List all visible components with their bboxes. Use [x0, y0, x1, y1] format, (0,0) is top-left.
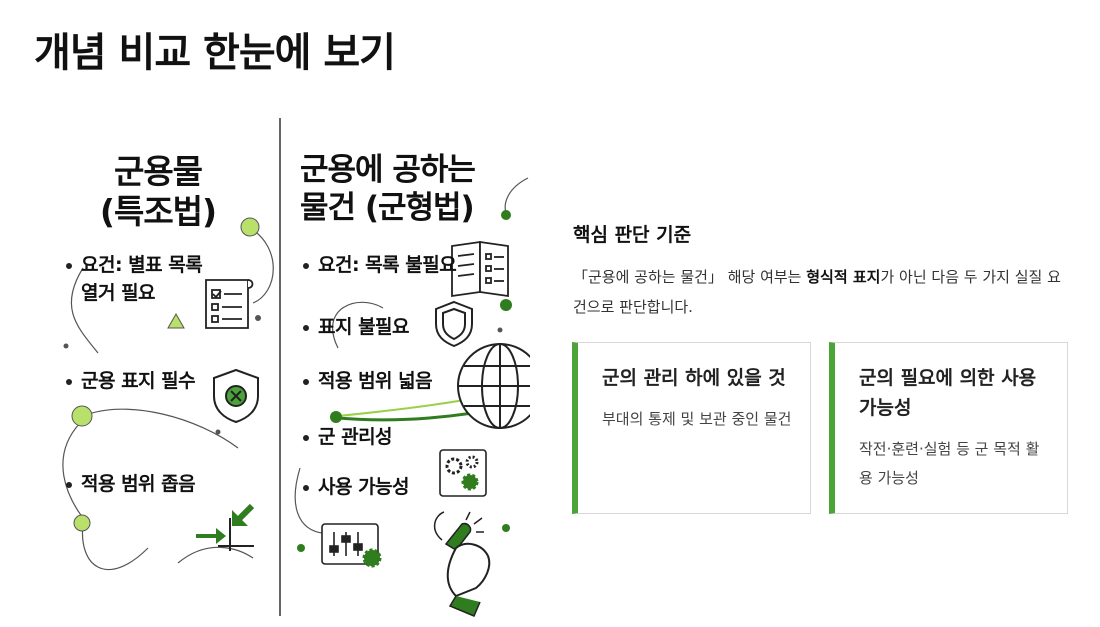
criteria-desc-part2: 가 아닌 다음 두 가지 실질 요건으로 판단합니다.	[573, 268, 1061, 316]
criteria-card-management: 군의 관리 하에 있을 것 부대의 통제 및 보관 중인 물건	[572, 342, 811, 514]
gears-icon	[439, 449, 487, 497]
deco-dot	[501, 210, 511, 220]
deco-dot	[71, 405, 93, 427]
criteria-desc-part1: 「군용에 공하는 물건」 해당 여부는	[573, 268, 807, 286]
left-bullet-scope: 적용 범위 좁음	[65, 471, 196, 499]
globe-icon	[457, 343, 530, 429]
sliders-icon	[321, 523, 382, 568]
illustration-graphics	[62, 118, 530, 617]
deco-dot	[330, 411, 342, 423]
deco-triangle	[167, 312, 185, 329]
shield-x-icon	[213, 368, 259, 424]
right-title-line2: 물건 (군형법)	[300, 189, 475, 226]
deco-dot	[240, 217, 260, 237]
comparison-illustration: 군용물 (특조법) 군용에 공하는 물건 (군형법) 요건: 별표 목록 열거 …	[38, 118, 530, 618]
deco-dot	[73, 514, 91, 532]
right-bullet-usability: 사용 가능성	[302, 474, 410, 502]
book-list-icon	[451, 240, 509, 298]
deco-dot	[255, 315, 261, 321]
deco-curve	[331, 301, 384, 349]
left-column-title: 군용물 (특조법)	[38, 152, 278, 233]
deco-dot	[500, 299, 512, 311]
arrow-in-icon	[196, 503, 255, 551]
document-icon	[205, 279, 254, 329]
deco-curve	[249, 227, 274, 304]
card-title: 군의 필요에 의한 사용 가능성	[859, 367, 1037, 419]
card-body: 작전·훈련·실험 등 군 목적 활용 가능성	[859, 440, 1040, 487]
deco-dot	[215, 429, 221, 435]
left-bullet-marking: 군용 표지 필수	[65, 368, 196, 396]
hand-sprout-icon	[433, 511, 491, 617]
left-bullet-requirement-line2: 열거 필요	[81, 281, 156, 304]
card-title: 군의 관리 하에 있을 것	[602, 367, 786, 389]
deco-dot	[297, 544, 305, 552]
criteria-card-usability: 군의 필요에 의한 사용 가능성 작전·훈련·실험 등 군 목적 활용 가능성	[829, 342, 1068, 514]
deco-dot	[502, 524, 510, 532]
deco-curve	[62, 422, 84, 519]
right-bullet-marking: 표지 불필요	[302, 314, 410, 342]
left-title-line1: 군용물	[113, 152, 203, 191]
deco-curve	[82, 408, 239, 449]
deco-dot	[497, 327, 503, 333]
page-title: 개념 비교 한눈에 보기	[34, 30, 396, 76]
shield-icon	[435, 300, 473, 348]
deco-curve	[70, 267, 99, 354]
left-bullet-requirement-line1: 요건: 별표 목록	[81, 254, 203, 276]
card-body: 부대의 통제 및 보관 중인 물건	[602, 410, 792, 428]
right-bullet-management: 군 관리성	[302, 424, 393, 452]
deco-curve	[81, 522, 149, 570]
deco-curve	[177, 546, 254, 564]
right-column-title: 군용에 공하는 물건 (군형법)	[300, 152, 540, 228]
right-bullet-requirement: 요건: 목록 불필요	[302, 252, 457, 280]
left-title-line2: (특조법)	[99, 192, 217, 232]
criteria-description: 「군용에 공하는 물건」 해당 여부는 형식적 표지가 아닌 다음 두 가지 실…	[573, 262, 1063, 322]
criteria-heading: 핵심 판단 기준	[573, 224, 692, 246]
right-bullet-scope: 적용 범위 넓음	[302, 368, 433, 396]
left-bullet-requirement: 요건: 별표 목록 열거 필요	[65, 252, 203, 307]
right-title-line1: 군용에 공하는	[300, 152, 476, 188]
criteria-desc-bold: 형식적 표지	[806, 268, 881, 286]
deco-dot	[63, 343, 69, 349]
